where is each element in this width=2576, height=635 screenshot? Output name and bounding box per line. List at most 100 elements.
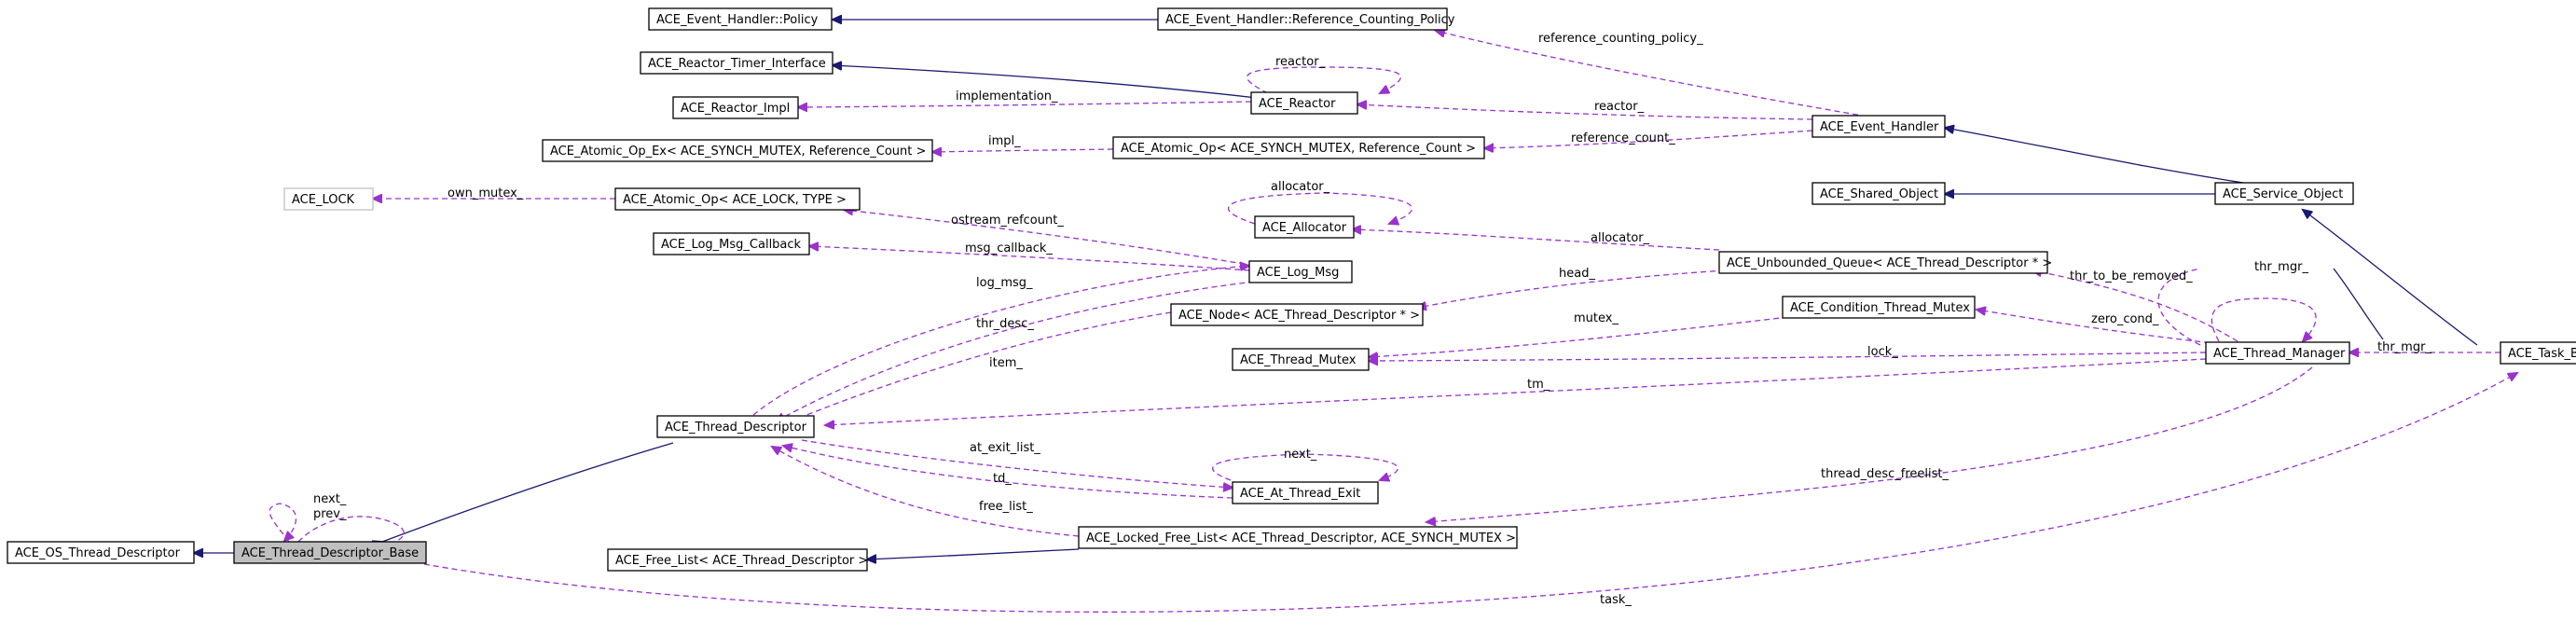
node-label: ACE_Log_Msg — [1257, 266, 1339, 280]
node-at-thread-exit[interactable]: ACE_At_Thread_Exit — [1232, 481, 1379, 504]
node-label: ACE_At_Thread_Exit — [1240, 487, 1360, 501]
edge-locked-free-list-to-free-list — [867, 548, 1080, 559]
usage-edges — [269, 31, 2517, 613]
node-locked-free-list[interactable]: ACE_Locked_Free_List< ACE_Thread_Descrip… — [1078, 526, 1518, 549]
edge-thread-manager-to-service-object — [2333, 268, 2384, 340]
label-reference-count: reference_count_ — [1571, 131, 1675, 145]
label-thread-desc-freelist: thread_desc_freelist_ — [1821, 467, 1949, 481]
node-event-handler[interactable]: ACE_Event_Handler — [1811, 115, 1946, 138]
node-label: ACE_LOCK — [292, 193, 355, 207]
edge-log-msg-to-thread-descriptor — [776, 281, 1255, 421]
label-reactor: reactor_ — [1594, 100, 1645, 114]
label-task: task_ — [1600, 593, 1632, 607]
node-label: ACE_Allocator — [1262, 221, 1347, 235]
node-label: ACE_Shared_Object — [1820, 187, 1938, 201]
node-atomic-op-rc[interactable]: ACE_Atomic_Op< ACE_SYNCH_MUTEX, Referenc… — [1112, 136, 1485, 159]
node-log-msg-callback[interactable]: ACE_Log_Msg_Callback — [653, 232, 810, 255]
edge-thread-manager-to-locked-free-list — [1426, 366, 2313, 522]
node-log-msg[interactable]: ACE_Log_Msg — [1248, 260, 1353, 283]
edge-reactor-to-reactor-impl — [798, 101, 1252, 107]
node-label: ACE_Thread_Manager — [2213, 347, 2346, 361]
inheritance-edges — [194, 20, 2478, 559]
node-policy[interactable]: ACE_Event_Handler::Policy — [648, 7, 833, 31]
edge-atomic-op-rc-to-atomic-op-ex — [932, 149, 1114, 152]
node-thread-descriptor[interactable]: ACE_Thread_Descriptor — [656, 415, 815, 438]
node-thread-mutex[interactable]: ACE_Thread_Mutex — [1232, 348, 1370, 371]
node-label: ACE_Event_Handler — [1820, 120, 1939, 134]
label-thr-to-be-removed: thr_to_be_removed_ — [2070, 269, 2193, 283]
node-label: ACE_Atomic_Op< ACE_LOCK, TYPE > — [623, 193, 847, 207]
edge-thread-descriptor-to-log-msg — [752, 266, 1249, 416]
node-label: ACE_Service_Object — [2223, 187, 2343, 201]
label-thr-mgr-self: thr_mgr_ — [2254, 260, 2308, 274]
node-os-thread-descriptor[interactable]: ACE_OS_Thread_Descriptor — [7, 541, 195, 564]
label-next-self: next_ — [1284, 448, 1317, 462]
label-implementation: implementation_ — [956, 90, 1058, 104]
edge-thread-manager-self-loop — [2211, 297, 2317, 341]
edge-reactor-to-timer-interface — [833, 65, 1258, 99]
label-thr-desc: thr_desc_ — [976, 317, 1034, 331]
node-reactor-timer-interface[interactable]: ACE_Reactor_Timer_Interface — [640, 51, 833, 75]
node-label: ACE_Event_Handler::Policy — [656, 13, 819, 27]
edge-thread-manager-to-unbounded-queue — [2032, 270, 2239, 342]
label-own-mutex: own_mutex_ — [448, 186, 524, 200]
label-thr-mgr: thr_mgr_ — [2377, 340, 2431, 354]
edge-at-thread-exit-to-thread-descriptor — [783, 446, 1233, 499]
label-log-msg: log_msg_ — [976, 276, 1033, 290]
node-node[interactable]: ACE_Node< ACE_Thread_Descriptor * > — [1170, 303, 1424, 326]
edge-at-thread-exit-self-loop — [1212, 453, 1398, 480]
node-label: ACE_Locked_Free_List< ACE_Thread_Descrip… — [1086, 531, 1516, 545]
edge-thread-descriptor-to-at-thread-exit — [801, 439, 1233, 488]
edge-task-base-to-service-object — [2303, 210, 2478, 346]
node-allocator[interactable]: ACE_Allocator — [1254, 215, 1355, 239]
label-zero-cond: zero_cond_ — [2091, 312, 2159, 326]
edge-descriptor-base-self-loop — [297, 516, 405, 546]
node-label: ACE_Condition_Thread_Mutex — [1790, 301, 1970, 315]
node-reactor[interactable]: ACE_Reactor — [1250, 91, 1358, 115]
label-next: next_ — [313, 492, 347, 506]
edge-log-msg-to-log-msg-callback — [809, 246, 1250, 271]
edge-thread-manager-to-unbounded-queue-upper — [2157, 268, 2201, 346]
node-task-base[interactable]: ACE_Task_Base — [2500, 341, 2576, 365]
node-free-list[interactable]: ACE_Free_List< ACE_Thread_Descriptor > — [607, 548, 868, 572]
node-condition-thread-mutex[interactable]: ACE_Condition_Thread_Mutex — [1782, 296, 1976, 319]
label-ostream-refcount: ostream_refcount_ — [951, 214, 1064, 228]
edge-labels: reference_counting_policy_ reactor_ impl… — [313, 32, 2431, 607]
label-mutex: mutex_ — [1574, 311, 1619, 325]
node-label: ACE_Event_Handler::Reference_Counting_Po… — [1165, 13, 1455, 27]
label-lock: lock_ — [1867, 345, 1898, 359]
edge-event-handler-to-reactor — [1357, 104, 1813, 120]
node-thread-descriptor-base[interactable]: ACE_Thread_Descriptor_Base — [233, 541, 427, 564]
edge-descriptor-base-self-loop-2 — [269, 503, 296, 542]
node-label: ACE_Reactor_Timer_Interface — [648, 57, 826, 71]
label-allocator-self: allocator_ — [1271, 180, 1330, 194]
edge-unbounded-queue-to-node — [1417, 269, 1726, 308]
node-service-object[interactable]: ACE_Service_Object — [2214, 182, 2354, 205]
node-label: ACE_Free_List< ACE_Thread_Descriptor > — [615, 554, 868, 568]
node-reactor-impl[interactable]: ACE_Reactor_Impl — [672, 96, 799, 119]
node-label: ACE_Reactor_Impl — [681, 102, 790, 116]
node-atomic-op-lock[interactable]: ACE_Atomic_Op< ACE_LOCK, TYPE > — [614, 187, 861, 211]
edge-thread-manager-to-thread-descriptor — [825, 358, 2207, 425]
node-label: ACE_Node< ACE_Thread_Descriptor * > — [1178, 309, 1420, 323]
node-thread-manager[interactable]: ACE_Thread_Manager — [2205, 341, 2350, 365]
node-label: ACE_Thread_Descriptor — [665, 421, 807, 435]
node-unbounded-queue[interactable]: ACE_Unbounded_Queue< ACE_Thread_Descript… — [1718, 251, 2052, 274]
edge-thread-manager-to-condition-mutex — [1977, 310, 2229, 346]
node-shared-object[interactable]: ACE_Shared_Object — [1811, 182, 1946, 205]
edge-node-to-thread-descriptor — [781, 311, 1172, 425]
label-allocator: allocator_ — [1591, 231, 1650, 245]
node-reference-counting-policy[interactable]: ACE_Event_Handler::Reference_Counting_Po… — [1157, 7, 1455, 31]
edge-service-object-to-event-handler — [1945, 128, 2262, 186]
edge-log-msg-to-atomic-op-lock — [844, 210, 1255, 267]
edge-event-handler-to-refcount-policy — [1436, 31, 1868, 117]
label-head: head_ — [1559, 267, 1595, 281]
node-atomic-op-ex[interactable]: ACE_Atomic_Op_Ex< ACE_SYNCH_MUTEX, Refer… — [542, 139, 933, 162]
node-label: ACE_OS_Thread_Descriptor — [15, 546, 181, 560]
node-label: ACE_Atomic_Op_Ex< ACE_SYNCH_MUTEX, Refer… — [550, 145, 926, 159]
node-ace-lock[interactable]: ACE_LOCK — [283, 187, 374, 211]
node-label: ACE_Thread_Mutex — [1240, 353, 1357, 367]
edge-descriptor-base-to-thread-descriptor — [382, 442, 674, 542]
label-at-exit-list: at_exit_list_ — [970, 441, 1040, 455]
